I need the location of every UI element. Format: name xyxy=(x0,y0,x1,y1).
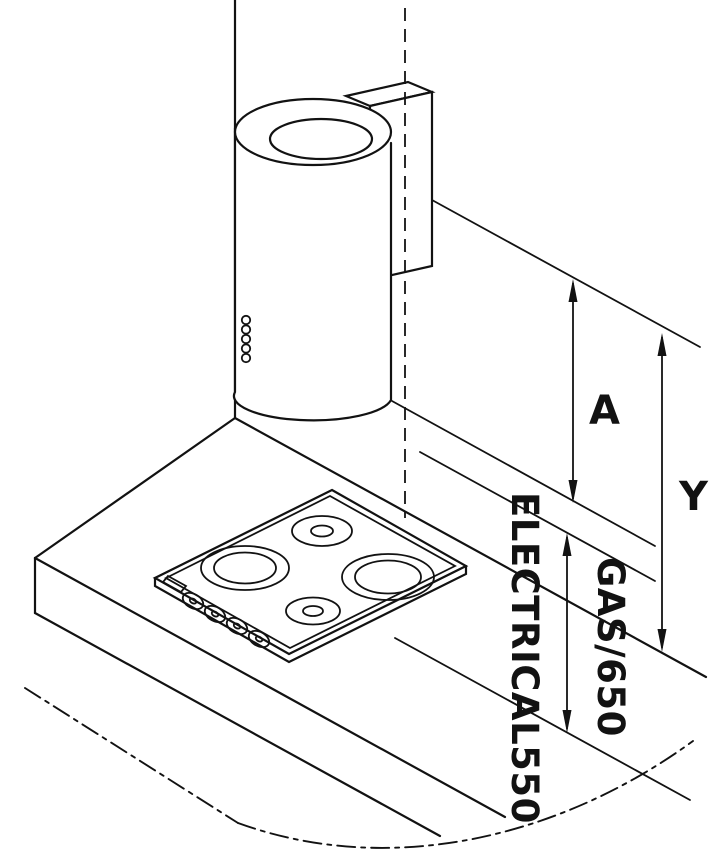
arrowhead-up xyxy=(568,279,578,302)
dimension-y: Y xyxy=(657,333,709,652)
hood-bottom-extension-line xyxy=(391,400,656,547)
hob-level-extension-line xyxy=(394,637,691,801)
upper-reference-line xyxy=(431,199,701,348)
control-knob xyxy=(203,604,227,624)
knob-mark xyxy=(232,622,242,630)
extension-lines xyxy=(391,400,691,801)
counter-front-bottom-edge xyxy=(33,611,442,838)
hood-button xyxy=(240,333,252,345)
cooktop-side-thickness xyxy=(153,564,468,664)
control-knob xyxy=(225,616,249,636)
hood-button xyxy=(240,343,252,354)
cooktop-inner-border xyxy=(164,494,457,650)
knob-mark xyxy=(188,597,198,605)
burner-inner-ring xyxy=(213,551,277,585)
counter-back-edge-line xyxy=(233,416,708,679)
countertop xyxy=(33,416,507,838)
hood-cylinder xyxy=(232,97,393,422)
counter-front-top-edge xyxy=(33,556,507,819)
arrowhead-up xyxy=(657,333,667,356)
counter-left-edge xyxy=(33,416,237,560)
burner-ring xyxy=(285,596,341,626)
break-line-curve xyxy=(237,740,694,849)
dimension-clearance: ELECTRICAL550 GAS/650 xyxy=(503,492,632,824)
hood-body-fill xyxy=(233,101,393,421)
hood-top-rim xyxy=(233,97,393,167)
control-panel xyxy=(161,574,271,649)
control-knob xyxy=(247,629,271,649)
hood-body-outline xyxy=(232,126,393,422)
hood-button xyxy=(240,314,252,326)
knob-outline xyxy=(203,604,227,624)
arrowhead-up xyxy=(562,533,572,556)
burner-center xyxy=(302,605,324,617)
burner-back xyxy=(291,515,353,547)
control-knob xyxy=(181,591,205,611)
burner-inner-ring xyxy=(354,559,422,595)
arrowhead-down xyxy=(657,629,667,652)
hood-button xyxy=(240,324,252,335)
hood-control-buttons xyxy=(240,314,252,364)
electrical-clearance-label: ELECTRICAL550 xyxy=(503,492,546,824)
burner-right xyxy=(341,553,435,601)
burner-left xyxy=(200,545,290,591)
cooktop-outline xyxy=(152,488,469,656)
knob-mark xyxy=(210,610,220,618)
gas-clearance-label: GAS/650 xyxy=(589,557,632,737)
break-line-straight xyxy=(24,687,239,824)
burner-center xyxy=(310,524,334,538)
burner-ring xyxy=(200,545,290,591)
dimension-a-label: A xyxy=(589,388,620,434)
clearance-top-extension-line xyxy=(419,451,656,582)
burner-ring xyxy=(341,553,435,601)
dimension-a: A xyxy=(568,279,620,503)
dimension-y-label: Y xyxy=(678,474,709,520)
knob-outline xyxy=(181,591,205,611)
arrowhead-down xyxy=(562,710,572,733)
knob-mark xyxy=(254,635,264,643)
igniter-plate xyxy=(161,574,188,594)
arrowhead-down xyxy=(568,480,578,503)
knob-outline xyxy=(247,629,271,649)
cooktop xyxy=(152,488,469,664)
hood-duct-opening xyxy=(268,117,374,161)
burner-front xyxy=(285,596,341,626)
hood-button xyxy=(240,352,252,364)
knob-outline xyxy=(225,616,249,636)
burner-ring xyxy=(291,515,353,547)
cut-break-lines xyxy=(24,687,694,849)
